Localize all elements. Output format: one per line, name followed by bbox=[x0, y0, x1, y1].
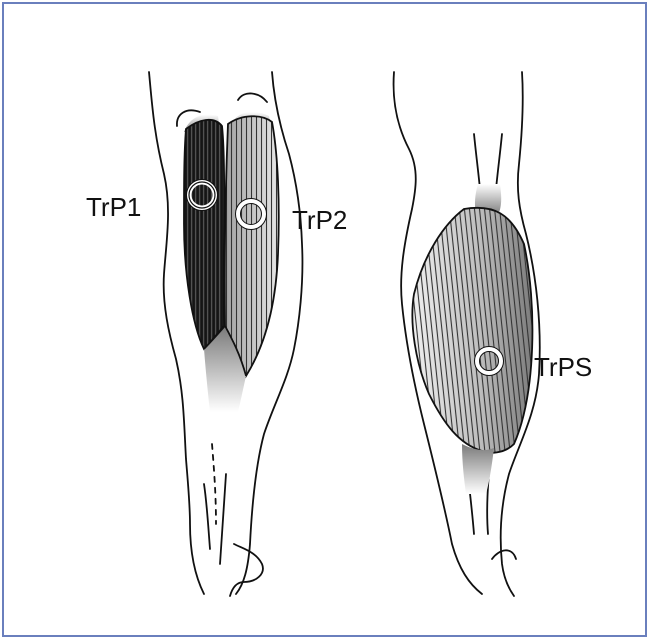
label-trp2: TrP2 bbox=[292, 205, 347, 235]
label-trp1: TrP1 bbox=[86, 192, 141, 222]
achilles-tendon-right bbox=[462, 444, 494, 494]
calf-muscle-diagram: TrP1 TrP2 TrPS bbox=[4, 4, 649, 639]
label-trps: TrPS bbox=[534, 352, 592, 382]
